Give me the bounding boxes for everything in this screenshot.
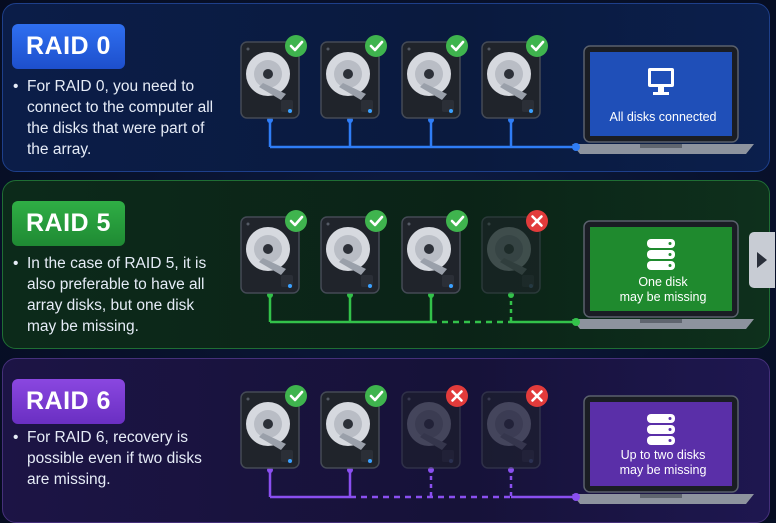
- hard-disk-icon: [240, 41, 300, 119]
- laptop-icon: [572, 45, 754, 154]
- database-icon: [647, 239, 675, 270]
- hard-disk-icon: [240, 391, 300, 469]
- bullet: •: [13, 429, 19, 446]
- error-x-icon: [526, 210, 548, 232]
- hard-disk-icon: [481, 41, 541, 119]
- hard-disk-missing-icon: [401, 391, 461, 469]
- check-icon: [285, 35, 307, 57]
- hard-disk-icon: [401, 41, 461, 119]
- raid5-screen-line1: One disk: [638, 275, 688, 289]
- cable-connector: [572, 493, 580, 501]
- check-icon: [365, 35, 387, 57]
- check-icon: [285, 385, 307, 407]
- raid0-title: RAID 0: [12, 24, 125, 69]
- cable-connector: [572, 318, 580, 326]
- raid6-screen-label: Up to two disks may be missing: [598, 448, 728, 478]
- error-x-icon: [526, 385, 548, 407]
- check-icon: [365, 385, 387, 407]
- monitor-icon: [648, 68, 674, 95]
- raid0-description: • For RAID 0, you need to connect to the…: [13, 76, 218, 160]
- hard-disk-missing-icon: [481, 391, 541, 469]
- raid0-description-text: For RAID 0, you need to connect to the c…: [27, 78, 214, 158]
- raid6-description: • For RAID 6, recovery is possible even …: [13, 427, 218, 490]
- raid5-screen-label: One disk may be missing: [598, 275, 728, 305]
- check-icon: [285, 210, 307, 232]
- check-icon: [446, 210, 468, 232]
- check-icon: [446, 35, 468, 57]
- hard-disk-icon: [320, 216, 380, 294]
- raid5-description: • In the case of RAID 5, it is also pref…: [13, 253, 218, 337]
- database-icon: [647, 414, 675, 445]
- check-icon: [365, 210, 387, 232]
- chevron-right-icon: [757, 252, 767, 268]
- raid5-screen-line2: may be missing: [619, 290, 707, 304]
- check-icon: [526, 35, 548, 57]
- raid0-screen-label: All disks connected: [609, 110, 717, 124]
- raid6-screen-line1: Up to two disks: [620, 448, 706, 462]
- hard-disk-missing-icon: [481, 216, 541, 294]
- raid6-screen-line2: may be missing: [619, 463, 707, 477]
- error-x-icon: [446, 385, 468, 407]
- laptop-icon: [572, 220, 754, 329]
- raid6-title: RAID 6: [12, 379, 125, 424]
- hard-disk-icon: [240, 216, 300, 294]
- cable-connector: [572, 143, 580, 151]
- bullet: •: [13, 255, 19, 272]
- raid5-description-text: In the case of RAID 5, it is also prefer…: [27, 255, 207, 335]
- raid5-title: RAID 5: [12, 201, 125, 246]
- bullet: •: [13, 78, 19, 95]
- hard-disk-icon: [320, 391, 380, 469]
- hard-disk-icon: [401, 216, 461, 294]
- raid6-description-text: For RAID 6, recovery is possible even if…: [27, 429, 202, 488]
- hard-disk-icon: [320, 41, 380, 119]
- next-slide-button[interactable]: [749, 232, 775, 288]
